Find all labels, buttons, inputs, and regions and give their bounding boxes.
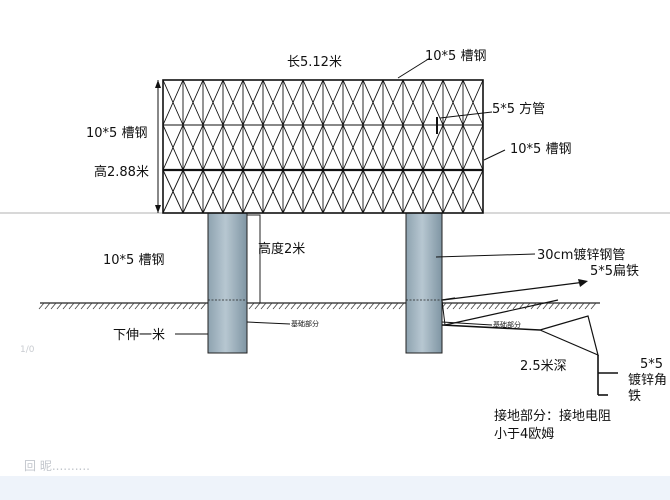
label-bottom-channel: 10*5 槽钢 <box>103 253 164 268</box>
label-depth: 2.5米深 <box>520 359 567 374</box>
label-grounding-2: 小于4欧姆 <box>494 427 554 442</box>
label-foundation-right: 基础部分 <box>493 320 521 329</box>
label-length: 长5.12米 <box>287 55 342 70</box>
label-grounding-1: 接地部分：接地电阻 <box>494 408 611 424</box>
label-left-channel: 10*5 槽钢 <box>86 126 147 141</box>
label-square-tube: 5*5 方管 <box>492 101 545 117</box>
leader-right-channel <box>483 149 506 161</box>
leader-foundation-right <box>441 321 493 326</box>
label-galv-2: 镀锌角 <box>628 372 667 388</box>
label-down-extension: 下伸一米 <box>113 328 165 343</box>
right-pole <box>405 212 443 354</box>
billboard-frame <box>162 79 484 214</box>
leader-square-tube <box>439 111 493 119</box>
left-pole <box>207 212 248 354</box>
leader-pipe <box>435 253 536 258</box>
label-foundation-left: 基础部分 <box>291 319 319 328</box>
label-galv-1: 5*5 <box>640 357 663 372</box>
label-pole-height: 高度2米 <box>258 241 305 257</box>
leader-foundation-left <box>246 321 291 325</box>
watermark-side: 1/0 <box>20 345 35 355</box>
label-height: 高2.88米 <box>94 164 149 180</box>
label-flat-iron: 5*5扁铁 <box>590 264 639 279</box>
label-galv-3: 铁 <box>628 389 641 404</box>
label-pipe: 30cm镀锌钢管 <box>537 247 625 263</box>
label-right-channel: 10*5 槽钢 <box>510 142 571 157</box>
pole-height-bracket <box>247 214 261 304</box>
watermark-text: 回 昵.......... <box>24 459 90 473</box>
bottom-strip <box>0 476 670 500</box>
height-dimension <box>155 80 161 213</box>
ground-surface <box>38 302 600 310</box>
leader-top-channel <box>397 57 431 79</box>
grounding-system <box>441 279 618 396</box>
label-top-channel: 10*5 槽钢 <box>425 49 486 64</box>
